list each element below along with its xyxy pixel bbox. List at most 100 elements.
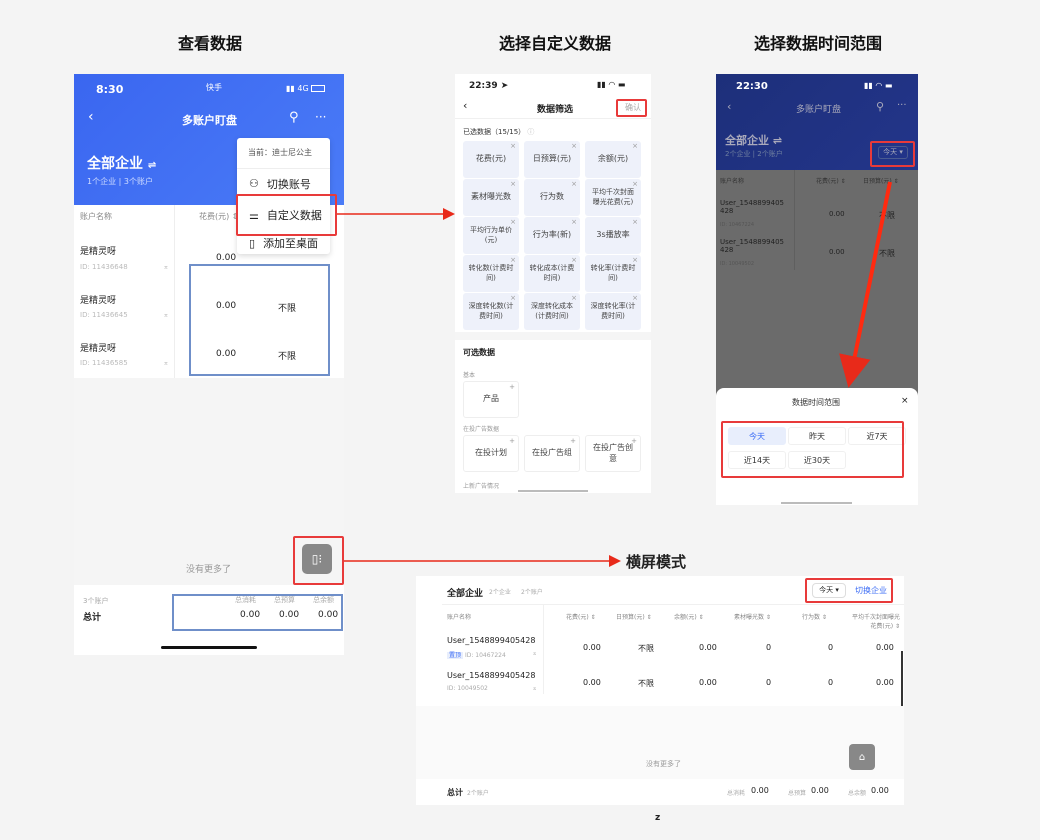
remove-icon[interactable]: × (571, 142, 577, 150)
remove-icon[interactable]: × (632, 180, 638, 188)
selected-chip[interactable]: 转化率(计费时间)× (585, 255, 641, 292)
remove-icon[interactable]: × (510, 218, 516, 226)
selected-chip[interactable]: 余额(元)× (585, 141, 641, 178)
option-today[interactable]: 今天 (728, 427, 786, 445)
menu-add-desktop[interactable]: ▯添加至桌面 (237, 228, 330, 258)
footer-value: 0.00 (279, 610, 300, 620)
remove-icon[interactable]: × (632, 294, 638, 302)
selected-chip[interactable]: 3s播放率× (585, 217, 641, 254)
col-spend[interactable]: 花费(元) ⇕ (816, 178, 846, 185)
col-budget[interactable]: 日预算(元) ⇕ (863, 178, 899, 185)
landscape-toggle-button[interactable]: ▯⁝ (302, 544, 332, 574)
selected-chip[interactable]: 素材曝光数× (463, 179, 519, 216)
date-range-button[interactable]: 今天 ▾ (878, 146, 908, 159)
option-30-days[interactable]: 近30天 (788, 451, 846, 469)
selected-chip[interactable]: 深度转化率(计费时间)× (585, 293, 641, 330)
status-time: 22:30 (736, 81, 768, 92)
pin-icon[interactable]: ⌅ (163, 311, 169, 319)
selected-chip[interactable]: 转化成本(计费时间)× (524, 255, 580, 292)
menu-switch-account[interactable]: ⚇切换账号 (237, 168, 330, 198)
available-chip[interactable]: 产品+ (463, 381, 519, 418)
selected-chip[interactable]: 日预算(元)× (524, 141, 580, 178)
row-id: ID: 10467224 (720, 222, 755, 228)
remove-icon[interactable]: × (632, 256, 638, 264)
help-icon[interactable]: ⓘ (527, 128, 535, 136)
pin-icon[interactable]: ⌅ (532, 685, 538, 692)
row-spend: 0.00 (829, 210, 845, 218)
back-icon[interactable]: ‹ (463, 99, 468, 112)
highlight-custom-data (236, 194, 337, 236)
column-header[interactable]: 平均千次封面曝光花费(元) ⇕ (851, 614, 900, 630)
search-icon[interactable]: ⚲ (876, 100, 885, 113)
selected-chip[interactable]: 平均千次封面曝光花费(元)× (585, 179, 641, 216)
footer (416, 779, 904, 805)
chip-label: 深度转化数(计费时间) (468, 302, 514, 320)
column-header[interactable]: 余额(元) ⇕ (674, 614, 704, 621)
option-7-days[interactable]: 近7天 (848, 427, 906, 445)
group-label: 上新广告情况 (463, 483, 500, 490)
remove-icon[interactable]: × (571, 180, 577, 188)
search-icon[interactable]: ⚲ (289, 110, 299, 125)
close-icon[interactable]: × (901, 396, 909, 406)
selected-chip[interactable]: 花费(元)× (463, 141, 519, 178)
battery-icon (311, 85, 326, 92)
section-gap (455, 332, 651, 340)
col-spend[interactable]: 花费(元) ⇕ (199, 212, 239, 221)
selected-chip[interactable]: 深度转化数(计费时间)× (463, 293, 519, 330)
column-header[interactable]: 素材曝光数 ⇕ (734, 614, 771, 621)
option-14-days[interactable]: 近14天 (728, 451, 786, 469)
remove-icon[interactable]: × (571, 256, 577, 264)
selected-chip[interactable]: 转化数(计费时间)× (463, 255, 519, 292)
row-id: ID: 10049502 (447, 685, 488, 692)
available-chip[interactable]: 在投广告创意+ (585, 435, 641, 472)
menu-label: 切换账号 (266, 177, 311, 191)
portrait-toggle-button[interactable]: ⌂ (849, 744, 875, 770)
switch-company-link[interactable]: 切换企业 (855, 586, 887, 595)
back-icon[interactable]: ‹ (727, 100, 732, 113)
column-header[interactable]: 行为数 ⇕ (802, 614, 827, 621)
menu-label: 自定义数据 (266, 209, 322, 222)
available-chip[interactable]: 在投计划+ (463, 435, 519, 472)
selected-chip[interactable]: 行为率(新)× (524, 217, 580, 254)
row-value: 不限 (638, 644, 654, 653)
menu-label: 添加至桌面 (263, 237, 319, 250)
selected-chip[interactable]: 平均行为单价(元)× (463, 217, 519, 254)
row-value: 0.00 (583, 678, 601, 687)
remove-icon[interactable]: × (632, 142, 638, 150)
company-name[interactable]: 全部企业 ⇌ (87, 153, 156, 173)
scrollbar[interactable] (901, 651, 903, 731)
menu-custom-data[interactable]: ⚌自定义数据 (237, 200, 330, 230)
col-account: 账户名称 (80, 212, 112, 221)
remove-icon[interactable]: × (510, 142, 516, 150)
pin-icon[interactable]: ⌅ (163, 263, 169, 271)
remove-icon[interactable]: × (510, 256, 516, 264)
company-name[interactable]: 全部企业 ⇌ (725, 134, 783, 147)
pin-icon[interactable]: ⌅ (532, 650, 538, 657)
pin-icon[interactable]: ⌅ (163, 359, 169, 367)
confirm-button[interactable]: 确认 (625, 103, 641, 112)
row-spend: 0.00 (216, 253, 237, 263)
column-header[interactable]: 日预算(元) ⇕ (616, 614, 652, 621)
back-icon[interactable]: ‹ (88, 109, 94, 125)
option-yesterday[interactable]: 昨天 (788, 427, 846, 445)
remove-icon[interactable]: × (510, 180, 516, 188)
menu-current: 当前：迪士尼公主 (248, 148, 312, 157)
more-icon[interactable]: ··· (897, 100, 907, 111)
remove-icon[interactable]: × (632, 218, 638, 226)
phone-view-data: 8:30 快手 ▮▮ 4G ‹ 多账户盯盘 ⚲ ··· 全部企业 ⇌ 1个企业 … (74, 74, 344, 655)
company-name[interactable]: 全部企业 (447, 589, 484, 599)
date-range-button[interactable]: 今天 ▾ (812, 583, 846, 598)
column-header[interactable]: 花费(元) ⇕ (566, 614, 596, 621)
more-icon[interactable]: ··· (315, 110, 327, 124)
account-count: 2个账户 (521, 589, 543, 596)
arrow-to-sheet (839, 181, 892, 388)
available-chip[interactable]: 在投广告组+ (524, 435, 580, 472)
selected-chip[interactable]: 深度转化成本(计费时间)× (524, 293, 580, 330)
selected-chip[interactable]: 行为数× (524, 179, 580, 216)
remove-icon[interactable]: × (510, 294, 516, 302)
remove-icon[interactable]: × (571, 294, 577, 302)
footer-value: 0.00 (751, 786, 769, 795)
phone-data-filter: 22:39 ➤ ▮▮ ◠ ▬ ‹ 数据筛选 确认 已选数据（15/15） ⓘ 花… (455, 74, 651, 493)
remove-icon[interactable]: × (571, 218, 577, 226)
footer (74, 585, 344, 655)
